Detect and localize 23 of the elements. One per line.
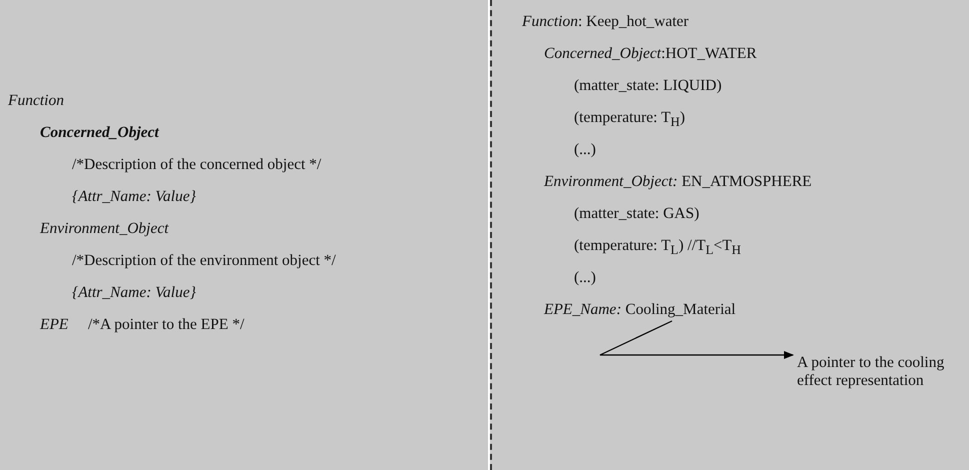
- panel: [490, 0, 969, 470]
- panel: [0, 0, 488, 470]
- text-line: {Attr_Name: Value}: [72, 284, 196, 302]
- text-line: Environment_Object: EN_ATMOSPHERE: [544, 173, 812, 191]
- text-line: Concerned_Object:HOT_WATER: [544, 45, 757, 63]
- text-line: /*Description of the concerned object */: [72, 156, 322, 174]
- text-line: /*Description of the environment object */: [72, 252, 336, 270]
- text-line: Environment_Object: [40, 220, 169, 238]
- text-line: EPE_Name: Cooling_Material: [544, 301, 736, 319]
- text-line: {Attr_Name: Value}: [72, 188, 196, 206]
- text-line: (temperature: T$_{H}$): [574, 109, 686, 132]
- leader-arrow: [599, 320, 794, 359]
- text-line: Function: [8, 92, 64, 110]
- text-line: Concerned_Object: [40, 124, 159, 142]
- text-line: (...): [574, 269, 596, 287]
- text-line: (...): [574, 141, 596, 159]
- text-line: Function: Keep_hot_water: [522, 13, 689, 31]
- text-line: /*A pointer to the EPE */: [88, 316, 244, 334]
- text-line: EPE: [40, 316, 68, 334]
- text-line: (matter_state: GAS): [574, 205, 700, 223]
- text-line: (matter_state: LIQUID): [574, 77, 722, 95]
- text-line: (temperature: T$_{L}$) //T$_{L}$<T$_{H}$: [574, 237, 741, 260]
- annotation-text: A pointer to the cooling effect representation: [797, 354, 967, 390]
